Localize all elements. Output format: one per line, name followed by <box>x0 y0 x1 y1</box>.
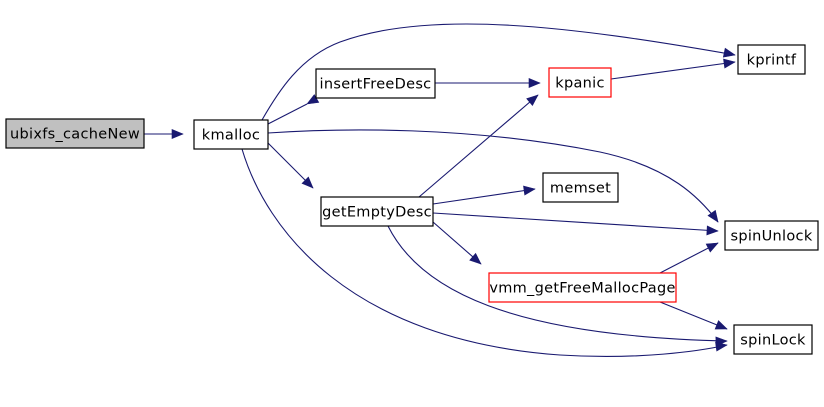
edge-kmalloc-to-kprintf <box>261 23 736 121</box>
node-label-spinUnlock: spinUnlock <box>730 229 812 245</box>
node-box-kpanic[interactable] <box>548 67 612 98</box>
node-box-kprintf[interactable] <box>737 44 806 75</box>
edge-getEmptyDesc-to-spinUnlock <box>432 212 719 232</box>
node-ubixfs_cacheNew[interactable]: ubixfs_cacheNew <box>5 118 145 149</box>
node-label-spinLock: spinLock <box>740 333 806 349</box>
node-getEmptyDesc[interactable]: getEmptyDesc <box>320 196 434 227</box>
node-box-kmalloc[interactable] <box>193 119 269 150</box>
edge-getEmptyDesc-to-spinLock <box>387 225 728 342</box>
node-label-memset: memset <box>550 181 611 197</box>
node-box-ubixfs_cacheNew[interactable] <box>5 118 145 149</box>
node-label-getEmptyDesc: getEmptyDesc <box>322 205 432 221</box>
edge-vmm_getFreeMallocPage-to-spinLock <box>659 301 728 330</box>
arrowhead <box>707 209 719 223</box>
arrowhead <box>705 242 719 253</box>
node-label-kmalloc: kmalloc <box>202 128 260 144</box>
node-label-kprintf: kprintf <box>747 53 797 69</box>
node-label-vmm_getFreeMallocPage: vmm_getFreeMallocPage <box>489 281 675 297</box>
arrowhead <box>723 58 736 69</box>
arrowhead <box>469 252 482 265</box>
node-label-insertFreeDesc: insertFreeDesc <box>320 77 432 93</box>
node-box-insertFreeDesc[interactable] <box>315 68 436 99</box>
node-label-ubixfs_cacheNew: ubixfs_cacheNew <box>10 127 140 143</box>
nodes-layer: ubixfs_cacheNew kmalloc insertFreeDesc kpan… <box>5 44 819 355</box>
node-label-kpanic: kpanic <box>555 76 604 92</box>
node-box-spinLock[interactable] <box>733 324 813 355</box>
edge-getEmptyDesc-to-memset <box>432 188 536 205</box>
node-box-memset[interactable] <box>542 172 619 203</box>
node-kmalloc[interactable]: kmalloc <box>193 119 269 150</box>
node-memset[interactable]: memset <box>542 172 619 203</box>
edge-kmalloc-to-insertFreeDesc <box>267 103 308 125</box>
arrowhead <box>706 225 719 236</box>
node-vmm_getFreeMallocPage[interactable]: vmm_getFreeMallocPage <box>488 272 677 303</box>
node-spinUnlock[interactable]: spinUnlock <box>724 220 819 251</box>
node-insertFreeDesc[interactable]: insertFreeDesc <box>315 68 436 99</box>
edge-getEmptyDesc-to-kpanic <box>418 94 539 198</box>
node-spinLock[interactable]: spinLock <box>733 324 813 355</box>
arrowhead <box>526 94 539 107</box>
edge-kpanic-to-kprintf <box>610 61 736 80</box>
arrowhead <box>714 320 728 330</box>
node-box-getEmptyDesc[interactable] <box>320 196 434 227</box>
node-box-vmm_getFreeMallocPage[interactable] <box>488 272 677 303</box>
node-box-spinUnlock[interactable] <box>724 220 819 251</box>
edges-layer <box>144 23 736 357</box>
arrowhead <box>523 185 536 196</box>
arrowhead <box>301 176 314 189</box>
arrowhead <box>528 78 541 88</box>
arrowhead <box>171 129 184 139</box>
edge-kmalloc-to-spinLock <box>241 148 728 357</box>
node-kprintf[interactable]: kprintf <box>737 44 806 75</box>
arrowhead <box>722 47 736 58</box>
arrowheads-layer <box>171 47 736 352</box>
node-kpanic[interactable]: kpanic <box>548 67 612 98</box>
edge-kmalloc-to-spinUnlock <box>267 129 719 223</box>
arrowhead <box>715 341 728 352</box>
